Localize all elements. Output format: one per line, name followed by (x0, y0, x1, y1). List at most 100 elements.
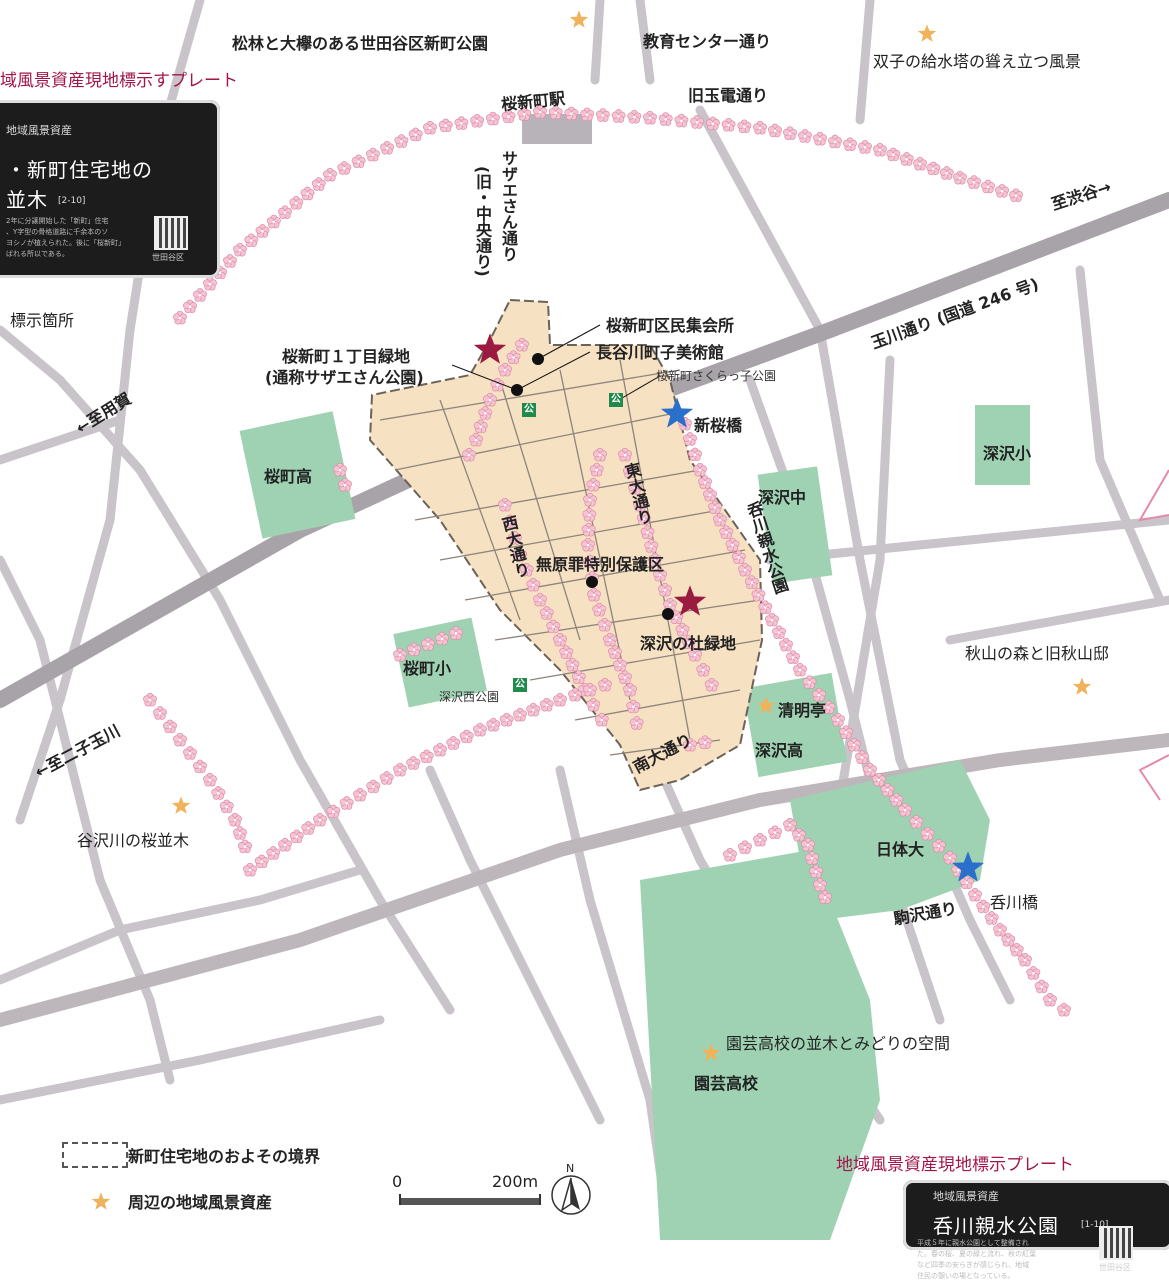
sakura-icon (301, 821, 316, 835)
sakura-icon (422, 120, 438, 135)
sakura-icon (642, 110, 658, 125)
sakura-icon (300, 186, 315, 201)
label-museum: 長谷川町子美術館 (596, 343, 725, 362)
shinmachi-area (368, 298, 764, 792)
sakura-icon (767, 123, 783, 138)
plate-left-header: 地域風景資産 (6, 124, 72, 137)
label-akiyama: 秋山の森と旧秋山邸 (965, 644, 1110, 663)
label-muhara: 無原罪特別保護区 (536, 555, 665, 574)
label-kagawabashi: 呑川橋 (990, 893, 1039, 912)
scale-max: 200m (492, 1172, 539, 1191)
sakura-icon (394, 134, 409, 148)
label-street-tamaden: 旧玉電通り (688, 86, 769, 105)
sakura-icon (966, 175, 982, 189)
sakura-icon (767, 825, 783, 840)
sakura-icon (322, 167, 338, 182)
label-ryokuchi1: 桜新町１丁目緑地 (282, 347, 411, 366)
internal-streets (379, 359, 761, 756)
plate-right-title: 呑川親水公園 (933, 1214, 1059, 1238)
plate-right-body: 平成５年に親水公園として整備され た。春の桜、夏の緑と流れ、秋の紅葉 など四季の… (917, 1239, 1037, 1280)
sakura-icon (337, 161, 352, 175)
sakura-icon (486, 717, 501, 732)
sakura-icon (499, 712, 514, 727)
sakura-icon (658, 112, 673, 126)
sakura-icon (289, 195, 304, 210)
sakura-icon (952, 170, 968, 185)
sakura-icon (687, 447, 703, 462)
sakura-icon (692, 462, 708, 477)
label-yazawa: 谷沢川の桜並木 (77, 831, 190, 850)
sakura-icon (227, 812, 243, 827)
label-nittaidai: 日体大 (876, 840, 925, 859)
sakura-icon (778, 637, 794, 652)
sakura-icon (408, 127, 423, 142)
sakura-icon (1034, 979, 1049, 994)
sakura-icon (254, 854, 269, 869)
sakura-icon (512, 707, 528, 722)
park-mark-icon: 公 (515, 679, 525, 690)
sakura-icon (380, 140, 395, 155)
sakura-icon (192, 288, 208, 302)
sakura-icon (1008, 188, 1024, 203)
sakura-icon (352, 787, 368, 802)
north-label: N (566, 1162, 575, 1175)
label-engei-namiki: 園芸高校の並木とみどりの空間 (726, 1034, 951, 1053)
qr-code-icon (1099, 1226, 1133, 1260)
sakura-icon (202, 276, 218, 291)
sakura-icon (277, 205, 293, 220)
sakura-icon (172, 732, 188, 747)
north-arrow (551, 1175, 591, 1215)
sakura-icon (926, 161, 941, 176)
sakura-icon (277, 837, 293, 852)
scale-zero: 0 (392, 1172, 403, 1191)
park-mark-icon: 公 (611, 394, 621, 405)
label-sazae-street: サザエさん通り (499, 150, 518, 262)
road-network (0, 0, 1169, 1240)
sakura-icon (432, 742, 448, 757)
sakura-icon (792, 662, 808, 677)
scale-bar (399, 1194, 541, 1205)
sakura-icon (219, 799, 234, 814)
sakura-icon (980, 179, 996, 194)
plate-right-header: 地域風景資産 (933, 1190, 999, 1203)
sakura-icon (785, 650, 801, 665)
qr-code-icon (154, 216, 188, 250)
plate-right-ward: 世田谷区 (1099, 1263, 1131, 1272)
sakura-icon (379, 771, 394, 785)
plate-left-title-1: ・新町住宅地の (6, 158, 153, 182)
sakura-icon (244, 233, 259, 248)
sakura-icon (366, 779, 381, 794)
label-sazae-street-old: (旧・中央通り) (473, 166, 492, 277)
sakura-icon (312, 812, 328, 827)
sakura-icon (255, 224, 270, 238)
sakura-icon (552, 692, 568, 707)
sakura-icon (222, 254, 238, 268)
sakura-icon (182, 299, 198, 314)
sakura-icon (419, 749, 434, 764)
sakura-icon (976, 899, 991, 914)
sakura-icon (797, 129, 813, 143)
park-mark-icon: 公 (524, 404, 534, 415)
plate-title-top: 域風景資産現地標示すプレート (0, 71, 238, 91)
sakura-icon (564, 106, 579, 121)
sakura-icon (992, 922, 1008, 937)
label-mori-ryokuchi: 深沢の杜緑地 (640, 634, 737, 653)
sakura-icon (886, 147, 901, 162)
sakura-icon (721, 117, 736, 132)
label-seimeitei: 清明亭 (778, 701, 827, 720)
sakura-icon (827, 134, 843, 149)
sakura-icon (857, 140, 873, 154)
plate-right-code: [1-10] (1081, 1220, 1109, 1230)
park-markers (513, 393, 623, 692)
sakura-icon (237, 839, 253, 854)
edge-decorations (1138, 469, 1169, 801)
label-sakurakko: 桜新町さくらっ子公園 (656, 369, 777, 383)
plate-left-body: 2年に分譲開始した「新町」住宅 、Y字型の骨格道路に千余本のソ ヨシノが植えられ… (6, 217, 125, 258)
sakura-icon (782, 126, 798, 141)
label-engei: 園芸高校 (694, 1074, 759, 1093)
sakura-icon (539, 697, 554, 712)
legend-boundary: 新町住宅地のおよその境界 (128, 1147, 321, 1166)
sakura-icon (152, 706, 168, 720)
sakura-icon (438, 118, 453, 133)
